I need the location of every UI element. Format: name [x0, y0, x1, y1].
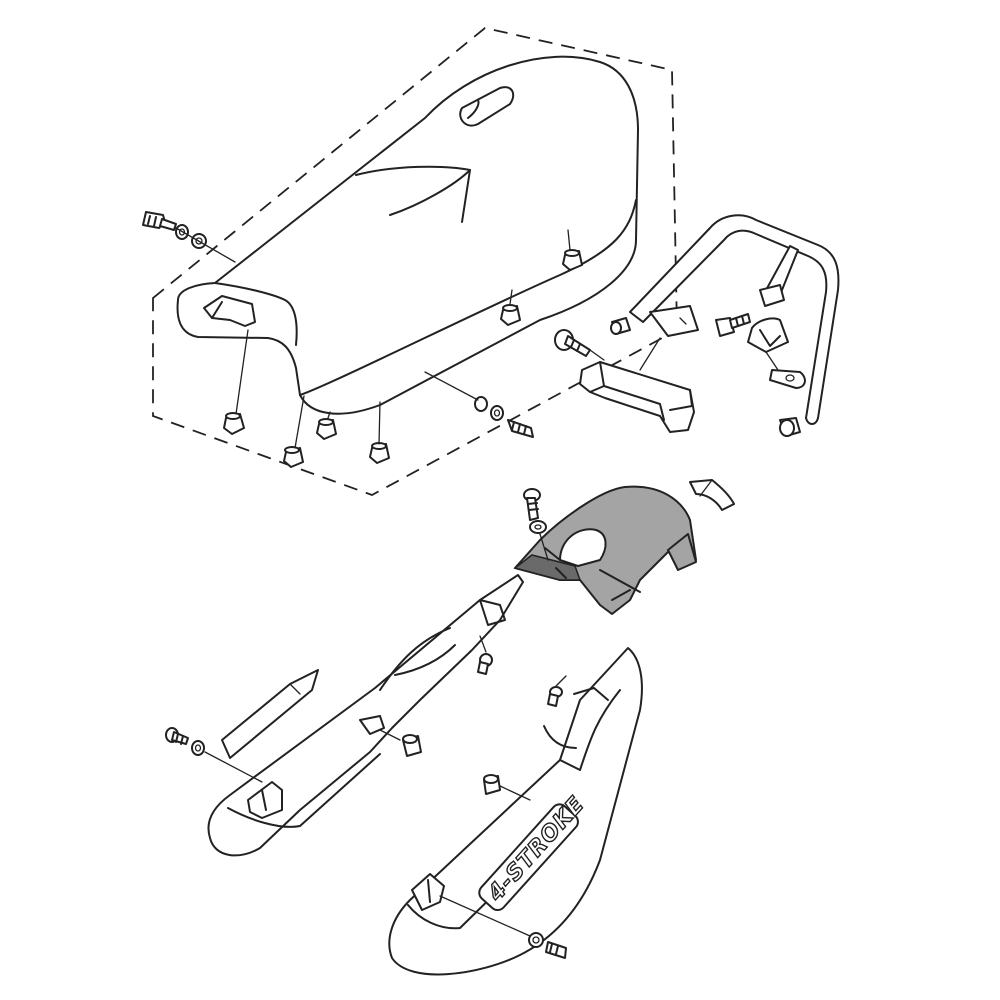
grommet-icon	[483, 774, 501, 795]
grommet-icon	[223, 412, 245, 435]
bolt-icon	[142, 211, 177, 231]
washer-icon	[528, 932, 544, 948]
rear-cowl-center	[513, 485, 697, 615]
grommet-icon	[283, 446, 304, 468]
grommet-icon	[562, 249, 583, 271]
u-clip-icon	[747, 317, 789, 353]
bolt-icon	[547, 686, 563, 707]
tape-strip-left	[221, 669, 319, 759]
grommet-icon	[402, 734, 422, 757]
side-cover-right: 4-STROKE	[388, 647, 643, 976]
grommet-icon	[369, 442, 390, 464]
grab-bar-assembly	[554, 214, 840, 437]
side-cover-left	[207, 574, 524, 857]
bolt-icon	[545, 941, 567, 959]
bolt-icon	[165, 727, 189, 745]
tape-piece	[689, 479, 735, 511]
grab-bar	[629, 214, 840, 425]
bolt-icon	[477, 653, 493, 675]
seat-assembly	[142, 27, 678, 496]
grommet-icon	[500, 304, 521, 326]
bolt-icon	[507, 419, 534, 438]
washer-icon	[490, 405, 504, 421]
washer-icon	[191, 740, 205, 756]
washer-icon	[529, 520, 547, 534]
bolt-icon	[523, 488, 541, 521]
grommet-icon	[316, 418, 337, 440]
seat	[176, 55, 639, 415]
bolt-icon	[554, 329, 591, 357]
bolt-icon	[715, 313, 751, 337]
